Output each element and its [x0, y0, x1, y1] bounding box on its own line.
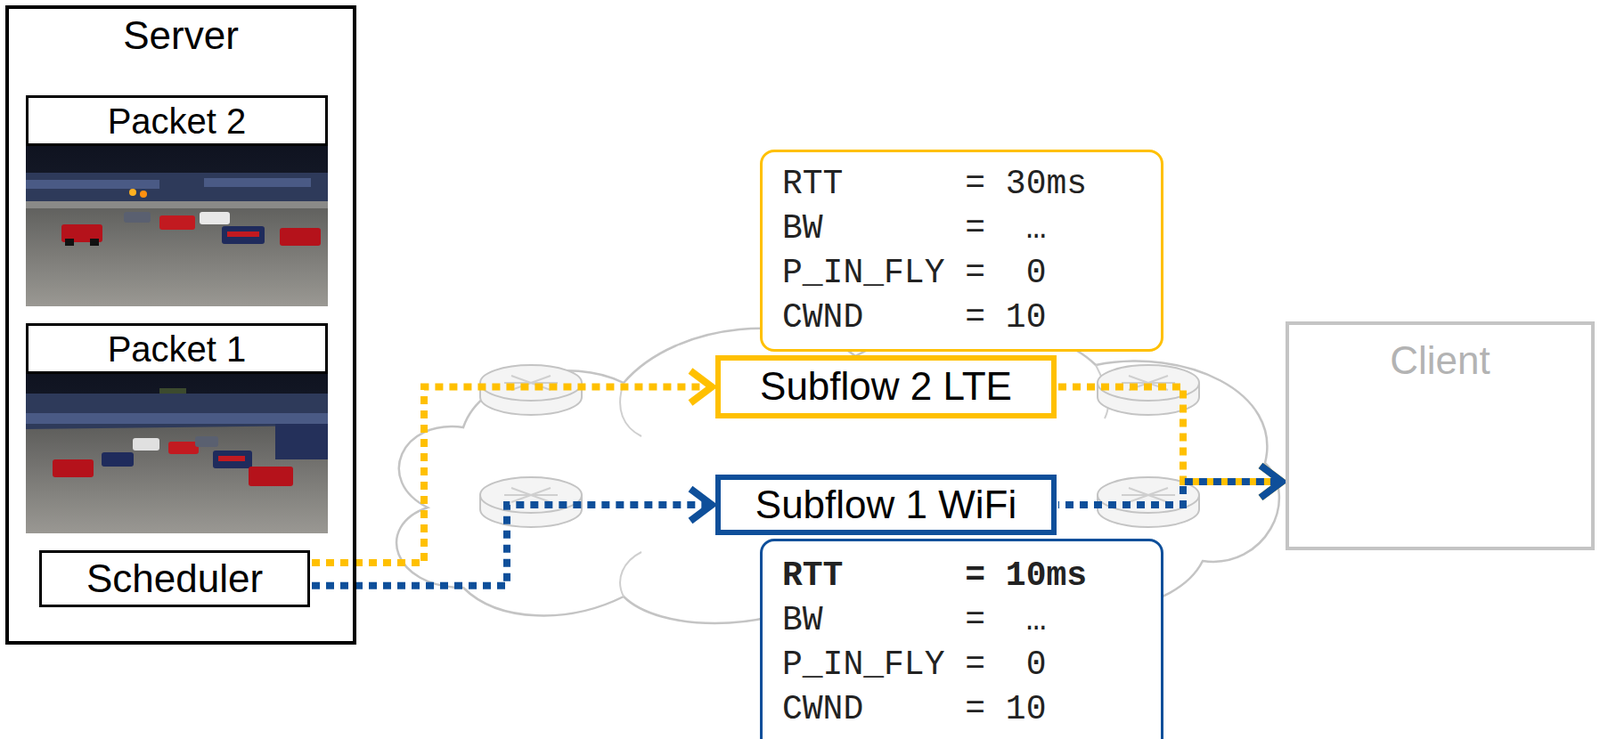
race-photo — [25, 146, 328, 307]
connector-line — [1058, 481, 1281, 506]
node-label: Packet 2 — [107, 101, 247, 141]
dotted-connector — [1058, 465, 1282, 506]
node-label: Subflow 1 WiFi — [755, 483, 1017, 527]
packet-label-box: Packet 1 — [25, 323, 328, 375]
race-photo — [25, 374, 328, 534]
connector-line — [311, 387, 711, 564]
server-box: ServerPacket 2 Packet 1 Scheduler — [5, 5, 357, 645]
scheduler-box: Scheduler — [39, 550, 311, 608]
node-label: Subflow 2 LTE — [759, 365, 1013, 409]
arrow-head — [690, 371, 712, 404]
metric-line: P_IN_FLY = 0 — [782, 643, 1046, 688]
client-box: Client — [1285, 321, 1595, 551]
metric-line: BW = … — [782, 598, 1046, 644]
metric-line: P_IN_FLY = 0 — [782, 251, 1046, 296]
node-label: Server — [122, 14, 239, 58]
subflow-stats-box: RTT = 30msBW = …P_IN_FLY = 0CWND = 10 — [759, 149, 1164, 352]
metric-line: CWND = 10 — [782, 295, 1046, 341]
dotted-connector — [311, 371, 712, 564]
dotted-connector — [311, 489, 712, 587]
metric-line: BW = … — [782, 206, 1046, 252]
arrow-head — [1260, 465, 1282, 498]
subflow-box: Subflow 1 WiFi — [715, 474, 1057, 536]
metric-line: RTT = 10ms — [782, 554, 1087, 599]
subflow-box: Subflow 2 LTE — [715, 355, 1057, 419]
packet-label-box: Packet 2 — [25, 95, 328, 147]
connector-line — [311, 505, 711, 587]
node-label: Packet 1 — [107, 329, 247, 369]
metric-line: CWND = 10 — [782, 687, 1046, 733]
subflow-stats-box: RTT = 10msBW = …P_IN_FLY = 0CWND = 10 — [759, 538, 1164, 739]
arrow-head — [690, 489, 712, 522]
metric-line: RTT = 30ms — [782, 162, 1087, 207]
node-label: Client — [1389, 339, 1491, 383]
node-label: Scheduler — [86, 557, 263, 601]
connector-line — [1058, 387, 1281, 482]
